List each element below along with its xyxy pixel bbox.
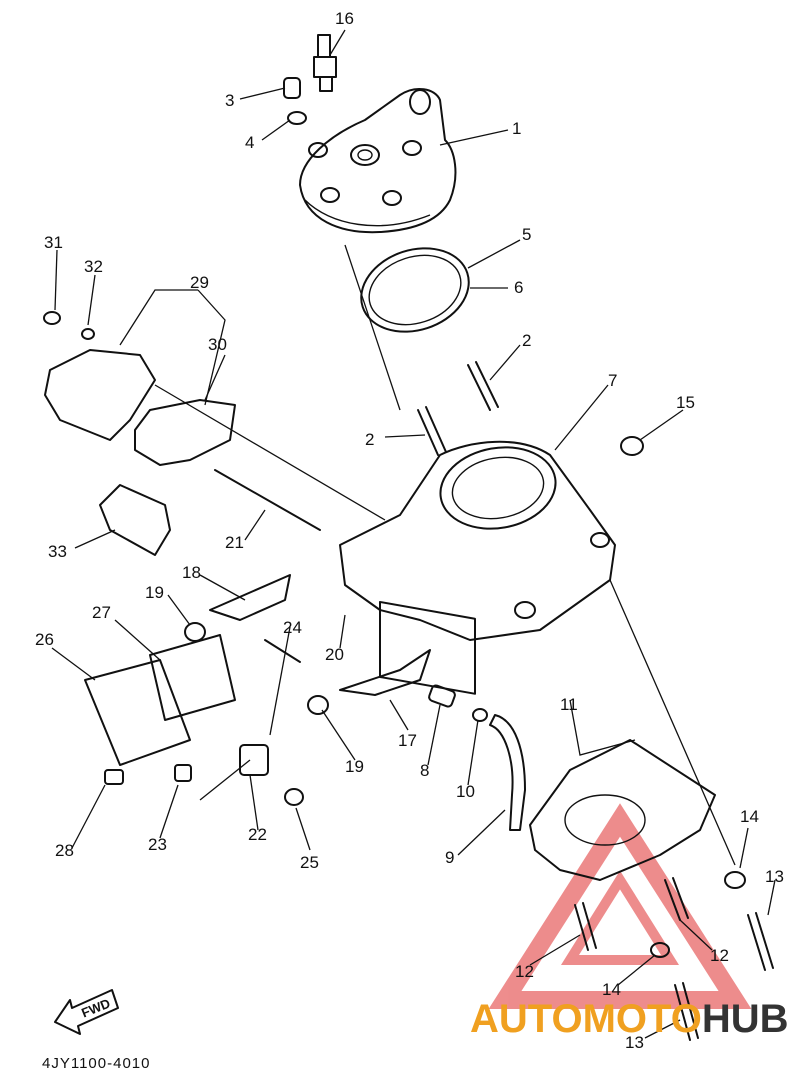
part-label: 1 [512,119,521,138]
part-label: 13 [765,867,784,886]
part-label: 23 [148,835,167,854]
part-label: 2 [365,430,374,449]
part-label: 16 [335,9,354,28]
part-label: 14 [740,807,759,826]
leader-lines [51,29,776,1039]
part-label: 14 [602,980,621,999]
watermark-middle: MOTO [583,997,702,1041]
part-label: 7 [608,371,617,390]
svg-text:AUTOMOTOHUB: AUTOMOTOHUB [470,997,789,1041]
part-label: 28 [55,841,74,860]
part-label: 9 [445,848,454,867]
part-label: 26 [35,630,54,649]
bolts-and-fittings-parts [104,744,304,806]
part-label: 21 [225,533,244,552]
part-label: 27 [92,603,111,622]
watermark-triangle-logo [488,803,752,1009]
part-label: 19 [145,583,164,602]
part-label: 2 [522,331,531,350]
part-label: 17 [398,731,417,750]
part-label: 11 [560,695,578,714]
part-label: 29 [190,273,209,292]
part-label: 10 [456,782,475,801]
part-label: 24 [283,618,302,637]
head-gasket-part [360,247,470,333]
part-label: 19 [345,757,364,776]
base-gasket-part [529,739,716,881]
part-label: 12 [515,962,534,981]
part-label: 18 [182,563,201,582]
forward-arrow-icon: FWD [54,989,119,1035]
part-label: 8 [420,761,429,780]
reed-gaskets-parts [84,634,236,766]
nut-part [620,436,644,456]
valve-shafts-parts [184,469,456,715]
hose-part [489,714,526,831]
cylinder-head-part [299,88,457,234]
seal-part [99,484,171,556]
cap-and-washer-parts [283,77,307,125]
part-label: 33 [48,542,67,561]
part-label: 5 [522,225,531,244]
part-label: 12 [710,946,729,965]
part-label: 20 [325,645,344,664]
part-label: 6 [514,278,523,297]
part-number-labels: 1 2 2 3 4 5 6 7 8 9 10 11 12 12 13 13 14… [35,9,784,1052]
part-label: 22 [248,825,267,844]
part-label: 4 [245,133,254,152]
valve-cover-parts [43,311,236,466]
lower-studs-part [574,871,774,1041]
cylinder-part [339,440,616,695]
stud-bolts-part [417,361,499,456]
part-label: 30 [208,335,227,354]
watermark-suffix: HUB [702,997,789,1041]
part-label: 32 [84,257,103,276]
watermark-prefix: AUTO [470,997,583,1041]
watermark-text: AUTOMOTOHUB [470,997,789,1041]
part-label: 15 [676,393,695,412]
fwd-label: FWD [79,996,112,1021]
diagram-code: 4JY1100-4010 [42,1055,150,1072]
part-label: 13 [625,1033,644,1052]
part-label: 31 [44,233,63,252]
part-label: 25 [300,853,319,872]
clip-part [472,708,488,722]
part-label: 3 [225,91,234,110]
spark-plug-part [313,34,337,92]
